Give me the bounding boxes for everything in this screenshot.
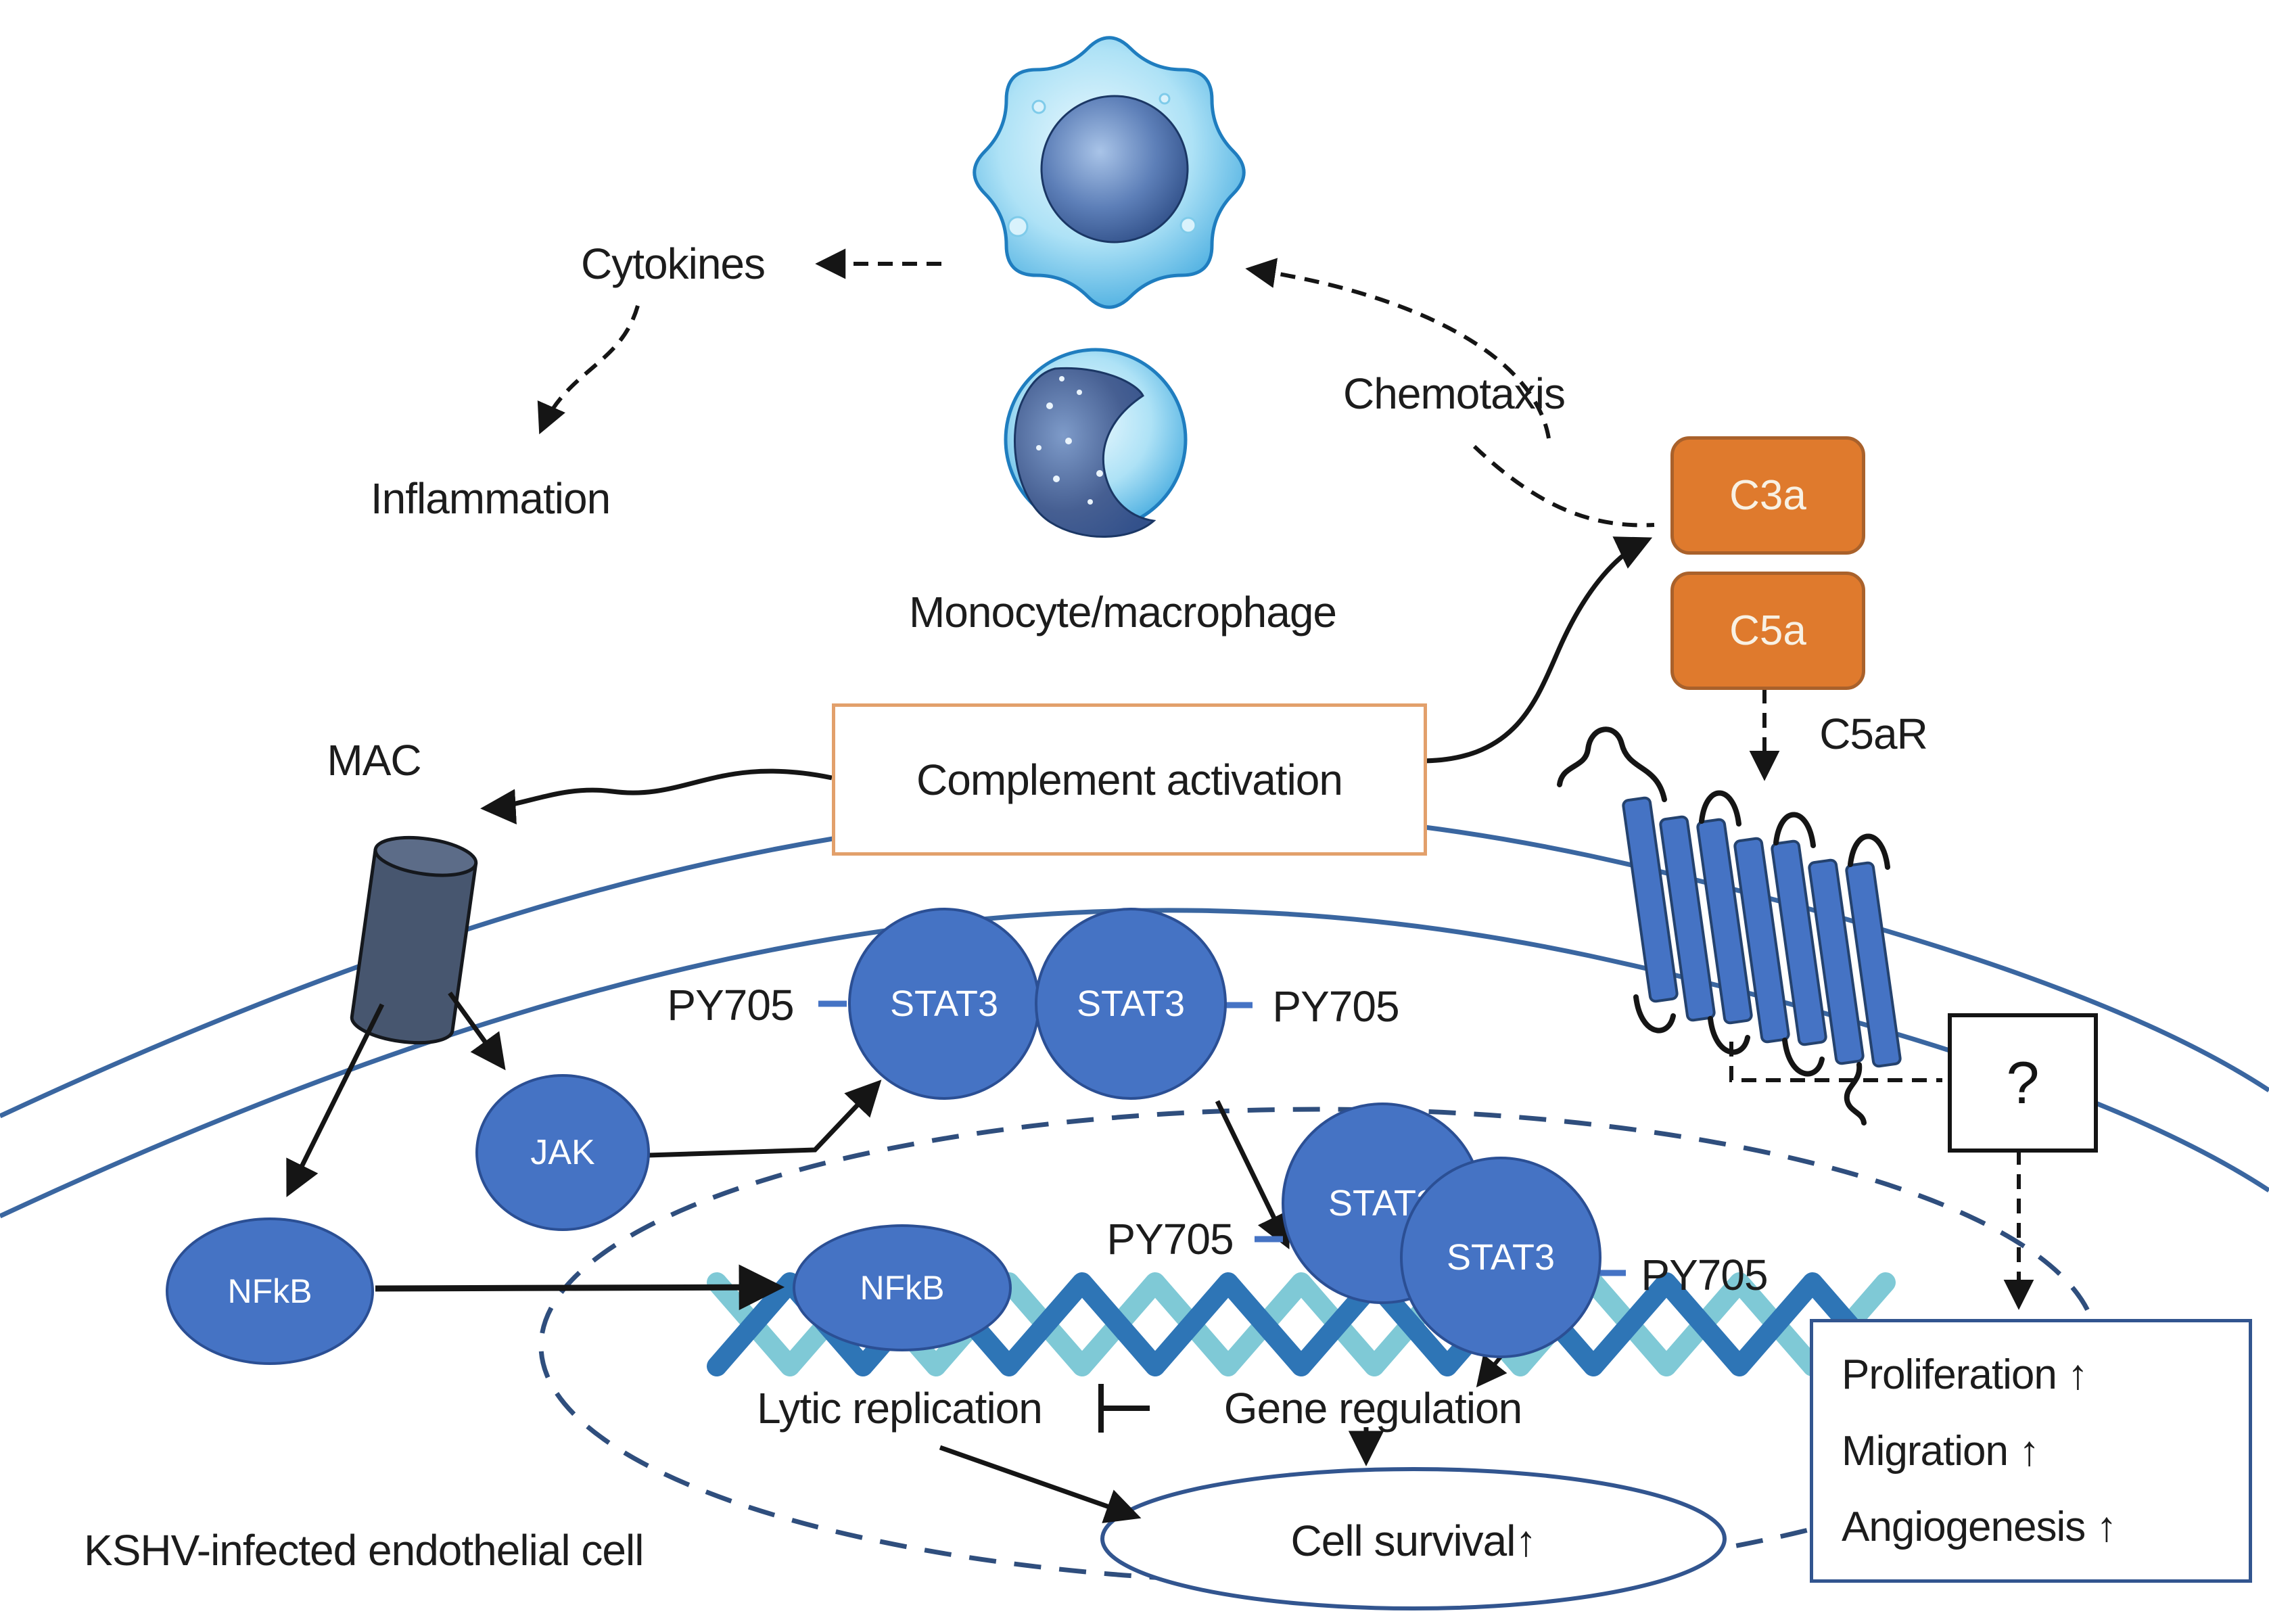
- stat3-cyto-right-node: STAT3: [1035, 908, 1227, 1100]
- nfkb-label: NFkB: [860, 1269, 945, 1307]
- gene-regulation-label: Gene regulation: [1223, 1384, 1522, 1433]
- outcomes-box: Proliferation ↑ Migration ↑ Angiogenesis…: [1810, 1319, 2252, 1583]
- angiogenesis-label: Angiogenesis ↑: [1842, 1504, 2117, 1551]
- mac-label: MAC: [327, 736, 421, 785]
- complement-activation-box: Complement activation: [832, 703, 1427, 856]
- nfkb-nucleus-node: NFkB: [793, 1224, 1012, 1351]
- arrow-stat3-to-nucleus: [1215, 1100, 1290, 1250]
- arrow-stat3-to-gene-regulation: [1476, 1353, 1507, 1388]
- stat3-label: STAT3: [1446, 1237, 1555, 1278]
- kshv-cell-label: KSHV-infected endothelial cell: [84, 1526, 644, 1575]
- c5a-label: C5a: [1729, 607, 1806, 654]
- jak-label: JAK: [530, 1133, 595, 1172]
- py705-label-cyto-right: PY705: [1272, 982, 1399, 1031]
- py705-label-nuc-left: PY705: [1106, 1215, 1234, 1263]
- complement-activation-label: Complement activation: [916, 755, 1343, 804]
- nfkb-cytoplasm-node: NFkB: [166, 1217, 374, 1365]
- arrow-mac-to-jak: [448, 991, 506, 1071]
- arrow-nfkb-to-nucleus: [375, 1264, 785, 1310]
- jak-node: JAK: [475, 1074, 650, 1231]
- c5ar-label: C5aR: [1819, 710, 1928, 758]
- chemotaxis-label: Chemotaxis: [1343, 369, 1566, 418]
- proliferation-label: Proliferation ↑: [1842, 1351, 2088, 1398]
- stat3-cyto-left-node: STAT3: [848, 908, 1040, 1100]
- arrow-chemotaxis-to-macrophage: [1245, 258, 1551, 439]
- monocyte-icon: [1004, 348, 1188, 538]
- py705-connectors: [818, 1000, 1626, 1276]
- arrow-mac-to-nfkb: [286, 1003, 385, 1198]
- cytokines-label: Cytokines: [581, 239, 766, 288]
- mac-cylinder-icon: [350, 835, 478, 1045]
- py705-label-cyto-left: PY705: [667, 981, 794, 1029]
- solid-arrows: [286, 536, 1653, 1523]
- macrophage-icon: [973, 36, 1246, 309]
- cell-survival-label: Cell survival↑: [1290, 1516, 1537, 1565]
- c3a-box: C3a: [1670, 436, 1865, 555]
- nfkb-label: NFkB: [227, 1272, 312, 1310]
- arrow-cytokines-to-inflammation: [537, 305, 640, 435]
- question-mark-label: ?: [2006, 1049, 2040, 1116]
- migration-label: Migration ↑: [1842, 1427, 2040, 1475]
- monocyte-macrophage-label: Monocyte/macrophage: [908, 588, 1337, 636]
- py705-label-nuc-right: PY705: [1641, 1251, 1768, 1299]
- lytic-replication-label: Lytic replication: [757, 1384, 1043, 1433]
- arrow-complement-to-c3a-c5a: [1420, 536, 1653, 764]
- stat3-label: STAT3: [1076, 983, 1186, 1024]
- dashed-arrows: [537, 248, 2034, 1310]
- c5ar-receptor-icon: [1557, 726, 1902, 1126]
- c3a-label: C3a: [1729, 472, 1806, 519]
- arrow-complement-to-mac: [480, 768, 833, 825]
- c5a-box: C5a: [1670, 572, 1865, 690]
- connector-c5ar-to-question: [1729, 1042, 1942, 1082]
- unknown-mediator-box: ?: [1948, 1013, 2098, 1153]
- stat3-label: STAT3: [889, 983, 999, 1024]
- stat3-nuclear-lower-node: STAT3: [1400, 1157, 1601, 1358]
- curve-c3a-to-chemotaxis: [1472, 444, 1655, 528]
- inhibition-tbar: [1098, 1384, 1150, 1433]
- arrow-jak-to-stat3: [647, 1080, 882, 1158]
- arrow-lytic-to-survival: [939, 1445, 1142, 1523]
- inflammation-label: Inflammation: [370, 474, 611, 523]
- cell-survival-ellipse: [1100, 1467, 1727, 1610]
